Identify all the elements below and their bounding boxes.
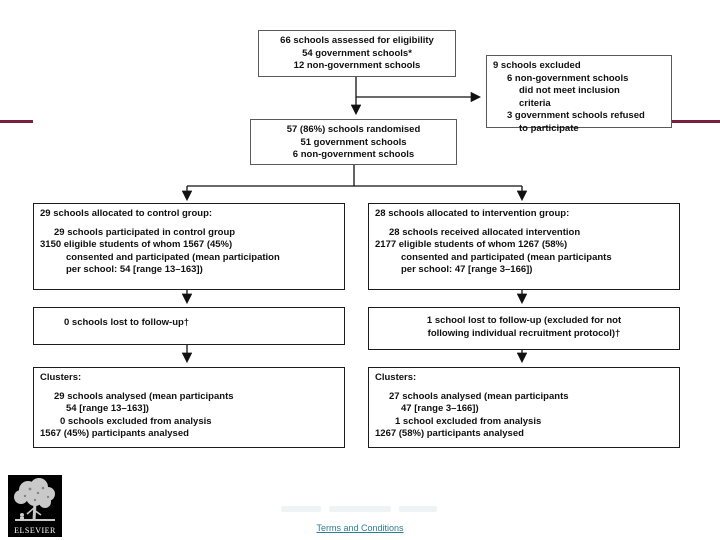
flow-line: 6 non-government schools xyxy=(507,72,629,84)
flow-line: Clusters: xyxy=(375,372,417,383)
flow-line: consented and participated (mean partici… xyxy=(401,251,612,263)
flow-line: 28 schools allocated to intervention gro… xyxy=(375,208,570,219)
flow-line: 28 schools received allocated interventi… xyxy=(389,226,581,238)
flow-line: per school: 47 [range 3–166]) xyxy=(401,264,533,275)
flow-line: 47 [range 3–166]) xyxy=(401,403,479,414)
footer-links: Terms and Conditions xyxy=(0,518,720,536)
flow-line: 1567 (45%) participants analysed xyxy=(40,428,189,439)
flow-line: 27 schools analysed (mean participants xyxy=(389,390,569,402)
flow-line: 51 government schools xyxy=(300,136,407,148)
flow-line: 9 schools excluded xyxy=(493,60,581,71)
flow-line: 0 schools lost to follow-up† xyxy=(64,317,190,328)
flow-line: 2177 eligible students of whom 1267 (58%… xyxy=(375,239,568,250)
flow-line: 57 (86%) schools randomised xyxy=(286,124,421,135)
flow-line: did not meet inclusion xyxy=(519,85,620,96)
flow-line: criteria xyxy=(519,97,551,109)
flow-line: 3150 eligible students of whom 1567 (45%… xyxy=(40,239,233,250)
flow-line: 29 schools participated in control group xyxy=(54,226,236,238)
flow-line: 29 schools analysed (mean participants xyxy=(54,390,234,402)
flow-line: per school: 54 [range 13–163]) xyxy=(66,264,203,275)
flow-line: following individual recruitment protoco… xyxy=(427,327,621,339)
flow-line: to participate xyxy=(519,122,579,134)
randomised-box: 57 (86%) schools randomised 51 governmen… xyxy=(250,119,457,165)
flow-line: 6 non-government schools xyxy=(292,149,415,160)
flow-line: 54 [range 13–163]) xyxy=(66,403,149,414)
accent-line-right xyxy=(672,120,720,123)
flow-line: 1 school excluded from analysis xyxy=(395,415,542,427)
faint-citation-placeholder xyxy=(281,506,451,513)
eligibility-box: 66 schools assessed for eligibility 54 g… xyxy=(258,30,456,77)
flow-line: 12 non-government schools xyxy=(293,60,421,71)
flow-line: 29 schools allocated to control group: xyxy=(40,208,213,219)
elsevier-logo: ELSEVIER xyxy=(8,475,62,537)
flow-line: 0 schools excluded from analysis xyxy=(60,415,212,427)
elsevier-tree-emblem: ELSEVIER xyxy=(8,475,62,537)
intervention-followup-box: 1 school lost to follow-up (excluded for… xyxy=(368,307,680,350)
flow-line: consented and participated (mean partici… xyxy=(66,251,280,263)
control-followup-box: 0 schools lost to follow-up† xyxy=(33,307,345,345)
flow-line: 3 government schools refused xyxy=(507,110,645,121)
control-analysis-box: Clusters: 29 schools analysed (mean part… xyxy=(33,367,345,448)
accent-line-left xyxy=(0,120,33,123)
flow-line: 54 government schools* xyxy=(302,47,412,59)
intervention-analysis-box: Clusters: 27 schools analysed (mean part… xyxy=(368,367,680,448)
flow-line: 1267 (58%) participants analysed xyxy=(375,428,524,439)
intervention-allocation-box: 28 schools allocated to intervention gro… xyxy=(368,203,680,290)
flow-line: 66 schools assessed for eligibility xyxy=(280,35,434,46)
elsevier-logo-text: ELSEVIER xyxy=(14,526,56,535)
terms-and-conditions-link[interactable]: Terms and Conditions xyxy=(316,523,404,533)
flow-line: 1 school lost to follow-up (excluded for… xyxy=(426,315,622,326)
control-allocation-box: 29 schools allocated to control group: 2… xyxy=(33,203,345,290)
flow-line: Clusters: xyxy=(40,372,82,383)
excluded-box: 9 schools excluded 6 non-government scho… xyxy=(486,55,672,134)
